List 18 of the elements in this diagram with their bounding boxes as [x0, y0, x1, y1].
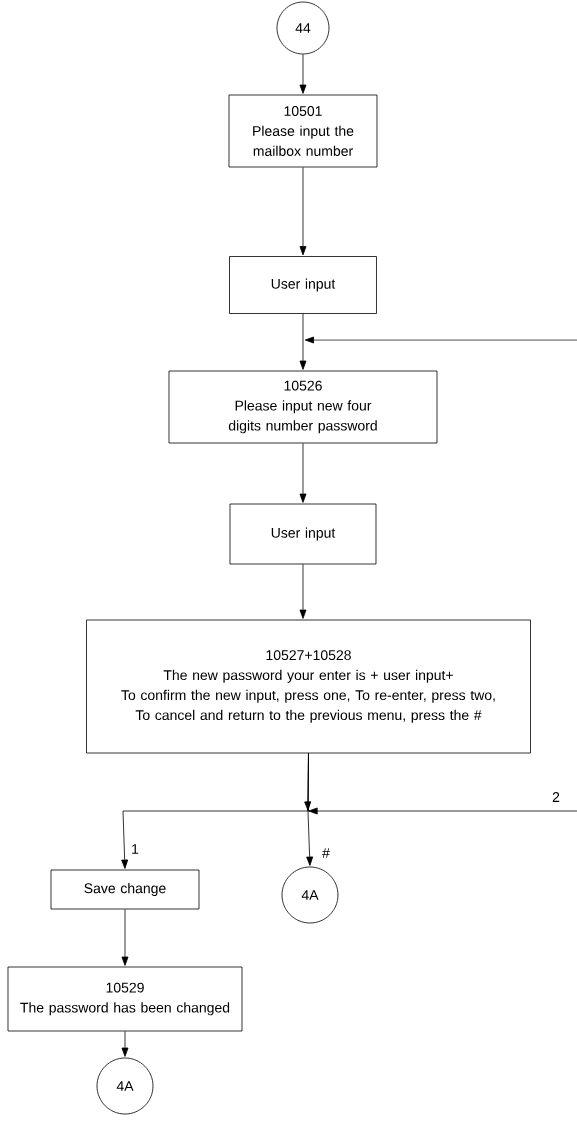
arrow: [299, 564, 307, 619]
edge-label: 2: [552, 792, 560, 802]
process-box: User input: [229, 503, 377, 565]
process-box: 10501 Please input the mailbox number: [228, 94, 378, 168]
edge-label: 1: [132, 844, 139, 854]
edge-label: #: [322, 848, 330, 858]
arrow: [121, 909, 129, 966]
process-box: 10529 The password has been changed: [7, 966, 243, 1032]
arrow: [299, 443, 307, 503]
arrow: [121, 1031, 129, 1057]
process-box: 10527+10528 The new password your enter is + user input+ To confirm the new input, press one, To re-enter, press two, To cancel and return to the previous menu, press the #: [86, 619, 531, 754]
arrow: [299, 167, 307, 256]
process-box: Save change: [50, 869, 200, 910]
process-box: User input: [229, 256, 377, 314]
arrow: [299, 54, 307, 94]
process-box: 10526 Please input new four digits number password: [168, 370, 438, 444]
arrow: [299, 313, 307, 370]
arrow: [304, 336, 577, 344]
